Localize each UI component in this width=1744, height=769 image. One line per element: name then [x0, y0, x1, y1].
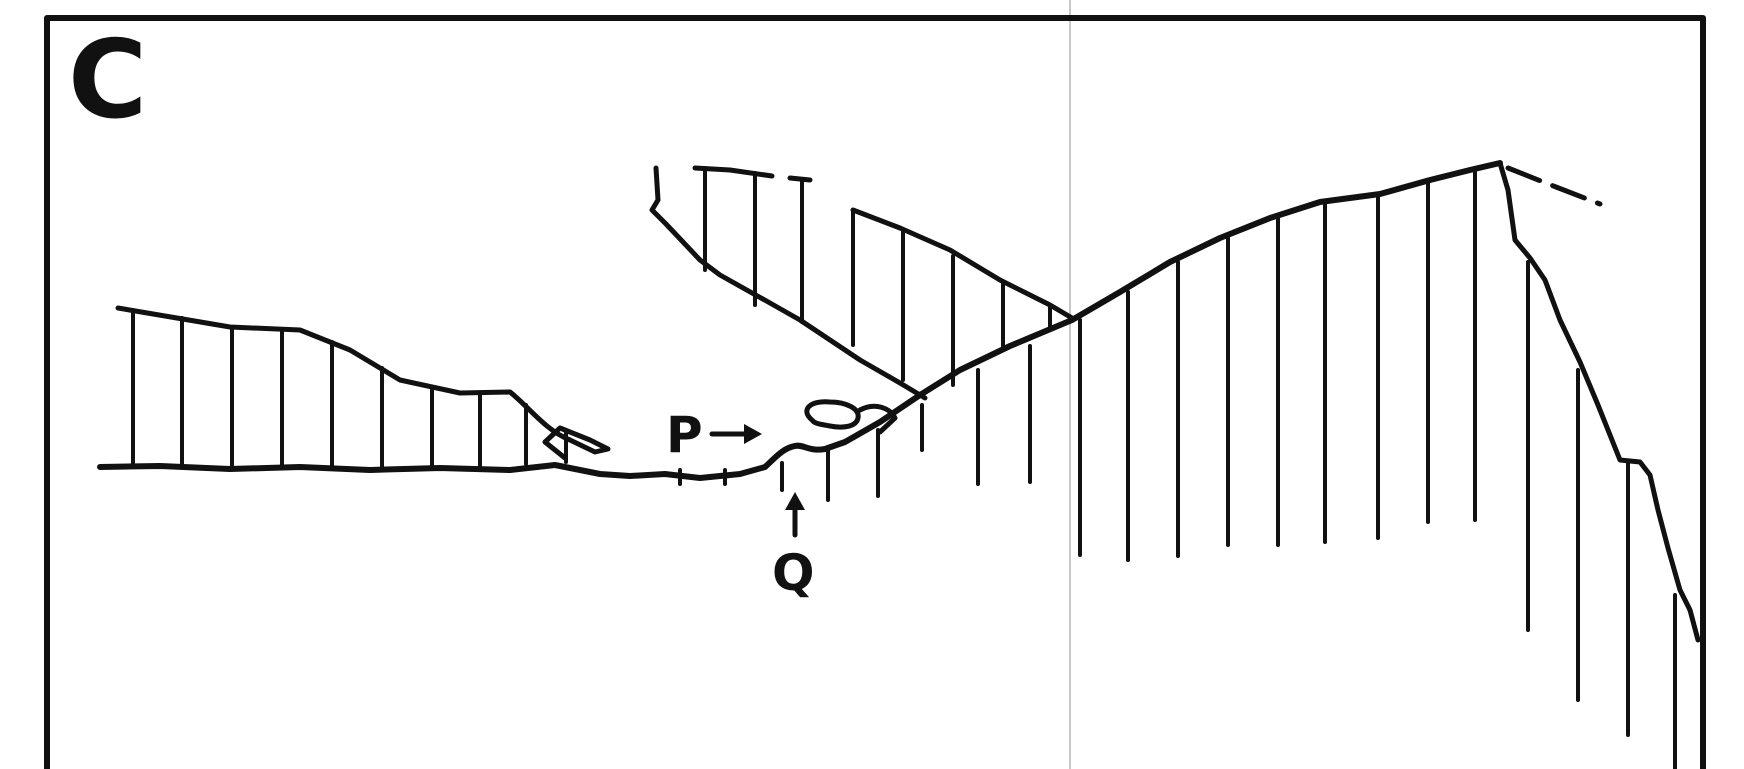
bump-feature-tail	[857, 403, 898, 435]
right-hatched-layer	[1078, 160, 1701, 769]
point-q-arrow-head	[785, 492, 805, 510]
left-layer-hatches	[131, 308, 568, 470]
point-p-marker: P	[666, 406, 762, 464]
middle-hatches-below	[678, 344, 1032, 502]
panel-frame	[44, 15, 1706, 769]
point-q-marker: Q	[772, 492, 815, 602]
bump-feature	[804, 399, 861, 430]
upper-layer-top-right	[787, 175, 813, 183]
right-layer-hatches	[1078, 166, 1677, 769]
point-q-label: Q	[772, 544, 815, 602]
upper-layer-hatches	[703, 166, 1052, 387]
panel-label: C	[68, 18, 147, 143]
crest-dashed-continuation	[1505, 165, 1603, 207]
upper-layer-outline	[649, 165, 928, 401]
point-p-label: P	[666, 406, 703, 464]
left-hatched-layer	[115, 305, 611, 470]
right-escarpment	[1497, 160, 1701, 643]
point-p-arrow-head	[744, 424, 762, 444]
upper-layer-inner-slope	[850, 207, 1075, 321]
left-layer-top-outline	[115, 305, 611, 461]
upper-hatched-layer	[649, 165, 1075, 401]
main-profile-line	[97, 160, 1503, 481]
